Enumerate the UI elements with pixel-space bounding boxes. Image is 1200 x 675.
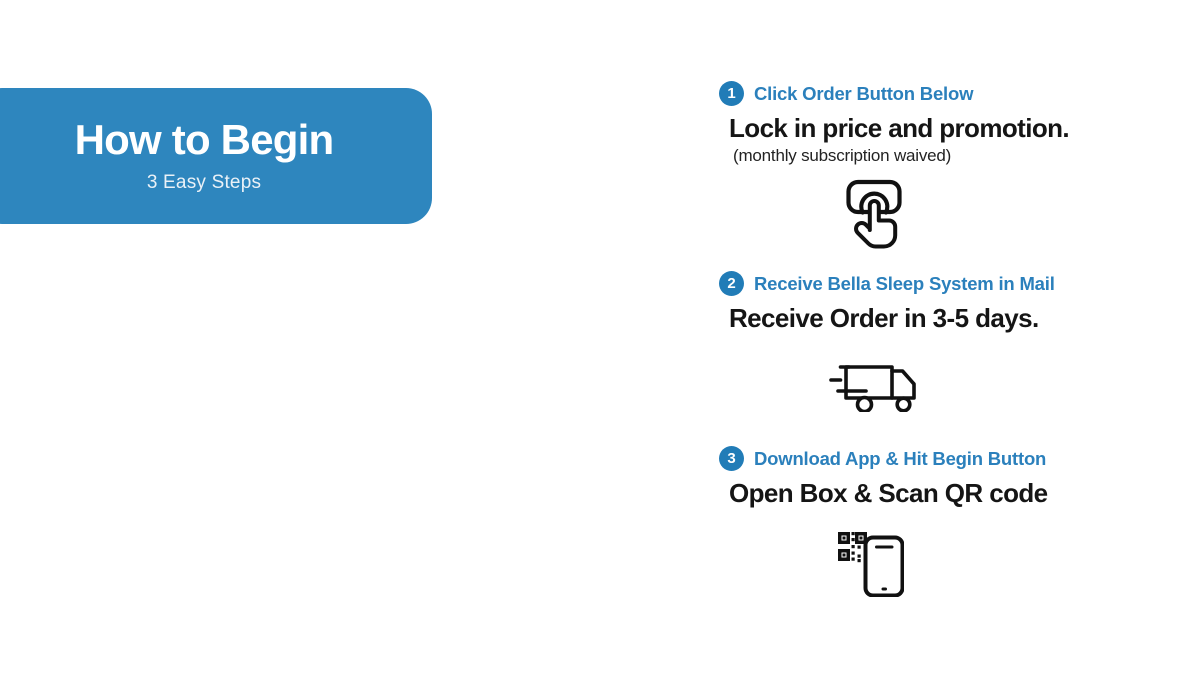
hero-subtitle: 3 Easy Steps	[146, 172, 262, 194]
tap-button-icon	[845, 177, 903, 255]
step-1-main-text: Lock in price and promotion.	[729, 113, 1070, 143]
qr-code-phone-icon	[838, 532, 904, 597]
hero-banner: How to Begin 3 Easy Steps	[0, 88, 432, 224]
qr-code	[838, 532, 867, 563]
step-3: 3 Download App & Hit Begin Button Open B…	[719, 446, 1089, 508]
step-2: 2 Receive Bella Sleep System in Mail Rec…	[719, 271, 1089, 333]
step-2-main-text: Receive Order in 3-5 days.	[729, 303, 1039, 333]
step-2-heading: Receive Bella Sleep System in Mail	[754, 272, 1055, 294]
step-1-heading: Click Order Button Below	[754, 82, 974, 104]
step-3-main-text: Open Box & Scan QR code	[729, 478, 1048, 508]
step-2-header: 2 Receive Bella Sleep System in Mail	[719, 271, 1089, 296]
step-1-sub-text: (monthly subscription waived)	[733, 146, 952, 165]
step-1-header: 1 Click Order Button Below	[719, 81, 1089, 106]
step-3-number-badge: 3	[719, 446, 744, 471]
step-1-number-badge: 1	[719, 81, 744, 106]
smartphone	[863, 535, 904, 597]
step-1: 1 Click Order Button Below Lock in price…	[719, 81, 1089, 166]
hero-title: How to Begin	[74, 115, 335, 163]
step-2-number-badge: 2	[719, 271, 744, 296]
delivery-truck-icon	[829, 360, 919, 412]
step-3-heading: Download App & Hit Begin Button	[754, 447, 1047, 469]
step-3-header: 3 Download App & Hit Begin Button	[719, 446, 1089, 471]
